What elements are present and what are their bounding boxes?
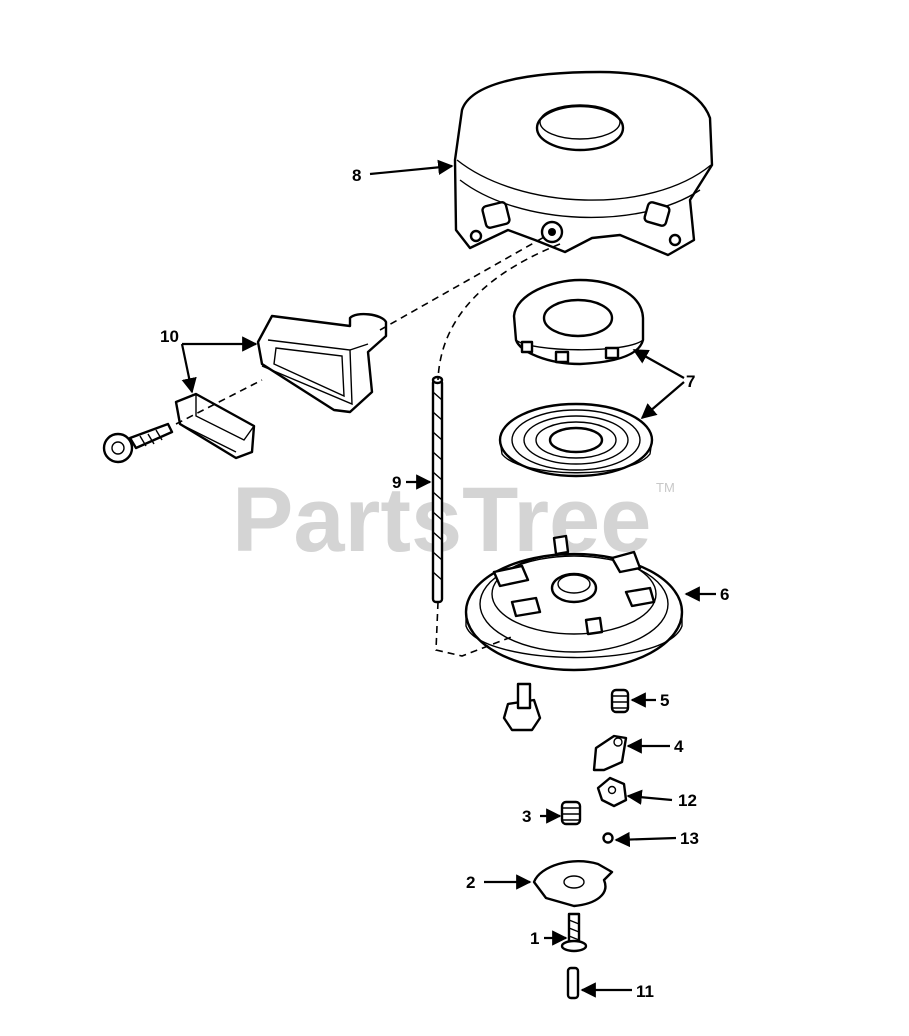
callout-12-leader — [626, 789, 673, 805]
callout-4[interactable]: 4 — [674, 737, 684, 756]
callout-11[interactable]: 11 — [636, 982, 654, 1001]
callout-7-leader-b — [640, 381, 685, 420]
callout-8-leader — [369, 159, 454, 176]
part-12-pawl-link[interactable] — [596, 776, 628, 808]
part-5-spring[interactable] — [610, 688, 630, 714]
callout-5[interactable]: 5 — [660, 691, 669, 710]
assembly-line-screw-to-handle — [175, 379, 263, 425]
callout-7-leader-a — [632, 349, 685, 379]
callout-13-leader — [614, 831, 677, 848]
part-6-starter-pulley[interactable] — [464, 534, 684, 672]
center-shaft[interactable] — [502, 682, 542, 732]
part-10-starter-handle[interactable] — [256, 312, 388, 414]
callout-10-leader-b — [180, 343, 197, 394]
callout-1[interactable]: 1 — [530, 929, 539, 948]
part-10-retainer-screw[interactable] — [102, 422, 174, 464]
callout-2[interactable]: 2 — [466, 873, 475, 892]
part-3-spring[interactable] — [560, 800, 582, 826]
assembly-line-rope-to-pulley — [435, 601, 515, 657]
part-1-shoulder-screw[interactable] — [560, 912, 588, 953]
callout-7[interactable]: 7 — [686, 372, 695, 391]
assembly-line-handle-to-housing — [379, 235, 547, 331]
callout-12[interactable]: 12 — [678, 791, 697, 810]
callout-9[interactable]: 9 — [392, 473, 401, 492]
assembly-line-rope-to-housing — [437, 243, 561, 381]
callout-13[interactable]: 13 — [680, 829, 699, 848]
part-9-starter-rope[interactable] — [431, 375, 444, 604]
part-7-spring-cover[interactable] — [512, 278, 645, 366]
callout-6[interactable]: 6 — [720, 585, 729, 604]
part-7-rewind-spring[interactable] — [498, 402, 654, 478]
callout-8[interactable]: 8 — [352, 166, 361, 185]
callout-10[interactable]: 10 — [160, 327, 179, 346]
part-4-pawl[interactable] — [592, 734, 628, 772]
callout-3[interactable]: 3 — [522, 807, 531, 826]
part-8-starter-housing[interactable] — [453, 70, 714, 257]
part-10-handle-retainer[interactable] — [174, 392, 256, 460]
part-13-screw[interactable] — [602, 832, 614, 844]
part-2-brake-plate[interactable] — [532, 860, 614, 908]
watermark-trademark: TM — [656, 480, 675, 495]
part-11-pin[interactable] — [566, 966, 580, 1000]
